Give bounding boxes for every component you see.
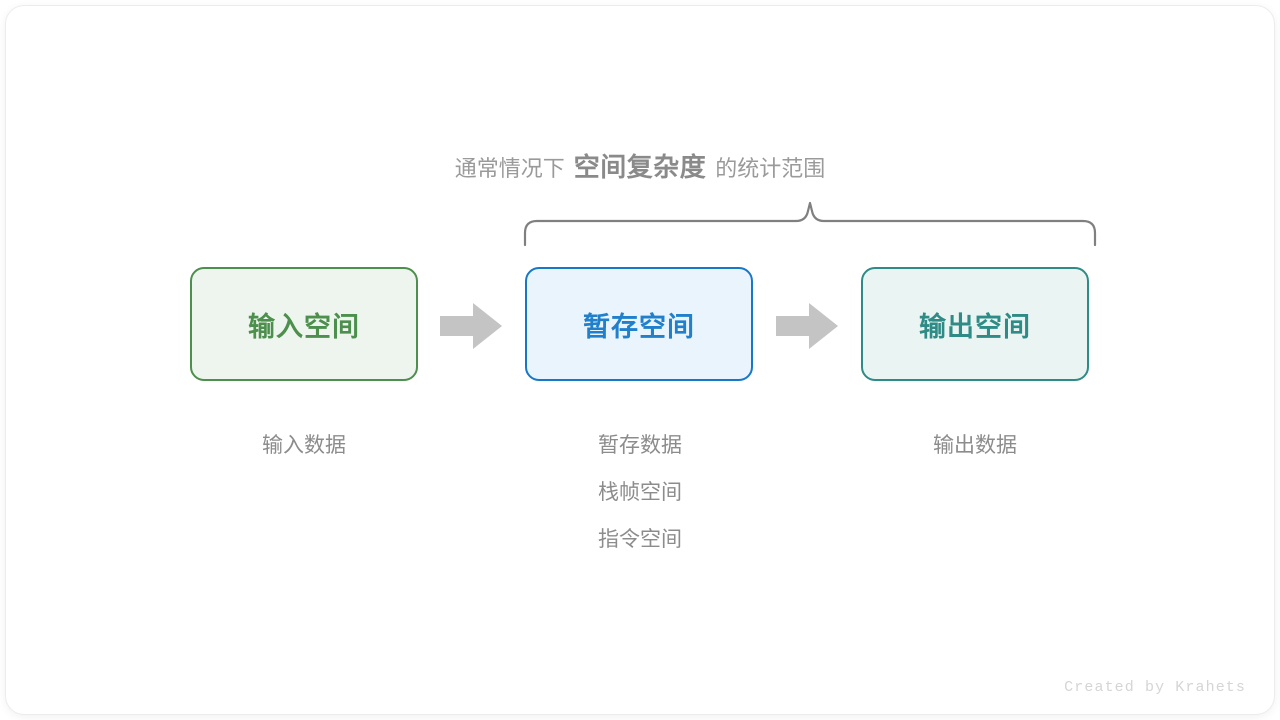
- caption-column-temp: 暂存数据 栈帧空间 指令空间: [510, 422, 770, 563]
- box-input-space-label: 输入空间: [248, 311, 360, 342]
- scope-brace-icon: [523, 201, 1097, 247]
- caption-instruction: 指令空间: [598, 528, 682, 551]
- title-suffix: 的统计范围: [715, 156, 826, 181]
- scope-brace: [510, 200, 1110, 265]
- box-temp-space-label: 暂存空间: [583, 311, 695, 342]
- title-prefix: 通常情况下: [454, 156, 565, 181]
- credit-text: Created by Krahets: [1064, 679, 1246, 696]
- arrow-temp-to-output-icon: [776, 303, 838, 354]
- arrow-input-to-temp-icon: [440, 303, 502, 354]
- title-emphasis: 空间复杂度: [573, 152, 707, 182]
- diagram-title: 通常情况下空间复杂度的统计范围: [0, 150, 1280, 186]
- caption-column-output: 输出数据: [845, 422, 1105, 469]
- caption-output-data: 输出数据: [933, 434, 1017, 457]
- caption-stack-frame: 栈帧空间: [598, 481, 682, 504]
- box-output-space[interactable]: 输出空间: [861, 267, 1089, 381]
- caption-column-input: 输入数据: [174, 422, 434, 469]
- caption-input-data: 输入数据: [262, 434, 346, 457]
- box-temp-space[interactable]: 暂存空间: [525, 267, 753, 381]
- caption-temp-data: 暂存数据: [598, 434, 682, 457]
- box-input-space[interactable]: 输入空间: [190, 267, 418, 381]
- box-output-space-label: 输出空间: [919, 311, 1031, 342]
